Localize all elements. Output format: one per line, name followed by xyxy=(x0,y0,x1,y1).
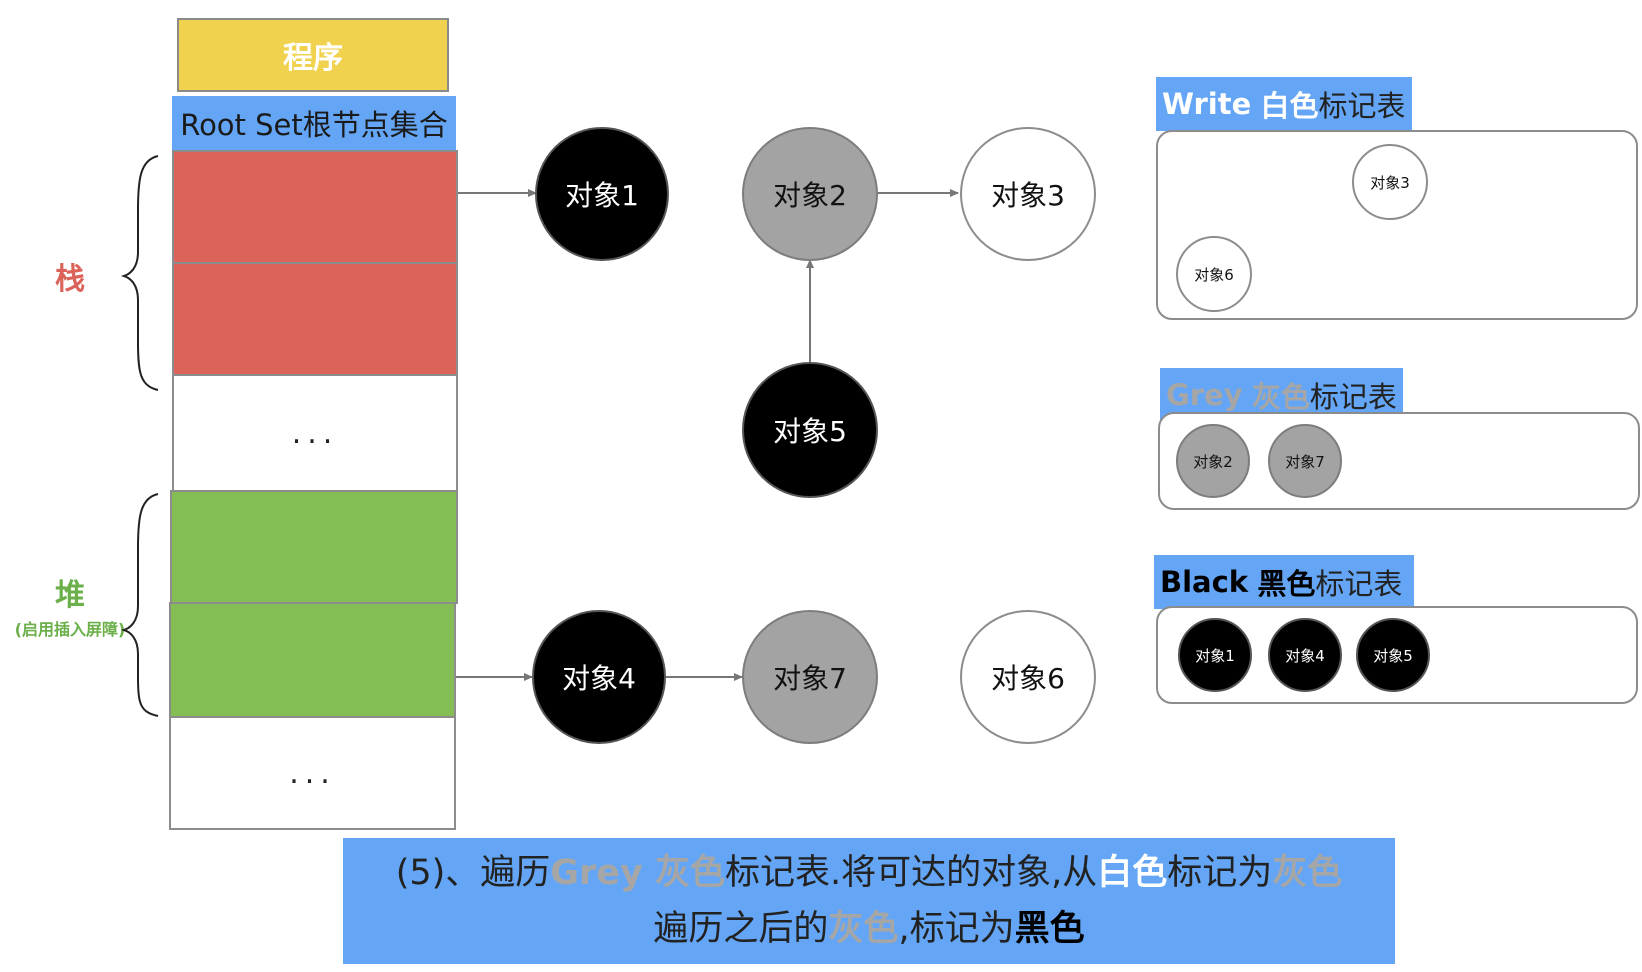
object-6-label: 对象6 xyxy=(991,662,1065,695)
object-1-label: 对象1 xyxy=(565,179,639,212)
object-1-node: 对象1 xyxy=(535,127,669,261)
heap-ellipsis: ... xyxy=(289,755,336,791)
black-table-item-1-label: 对象1 xyxy=(1195,646,1235,665)
object-3-node: 对象3 xyxy=(960,127,1096,261)
object-7-node: 对象7 xyxy=(742,610,878,744)
black-table-title-en: Black xyxy=(1160,565,1249,599)
caption-line-2: 遍历之后的灰色,标记为黑色 xyxy=(653,901,1084,957)
white-table-item-2: 对象6 xyxy=(1176,236,1252,312)
heap-ellipsis-cell: ... xyxy=(169,716,456,830)
caption-l1-part3: 标记表.将可达的对象,从 xyxy=(725,853,1098,893)
white-table-item-1: 对象3 xyxy=(1352,144,1428,220)
white-table-title-suffix: 标记表 xyxy=(1318,89,1406,123)
stack-brace xyxy=(120,155,159,391)
grey-table-item-1: 对象2 xyxy=(1176,424,1250,498)
root-set-label: Root Set根节点集合 xyxy=(180,108,448,142)
object-5-node: 对象5 xyxy=(742,362,878,498)
stack-ellipsis: ... xyxy=(291,415,339,451)
black-table-item-1: 对象1 xyxy=(1178,618,1252,692)
heap-block-1 xyxy=(170,490,458,604)
stack-ellipsis-cell: ... xyxy=(172,374,458,492)
white-table: 对象3 对象6 xyxy=(1156,130,1638,320)
caption-l2-part2: 灰色 xyxy=(828,909,899,949)
object-5-label: 对象5 xyxy=(773,415,847,448)
caption-l2-part4: 黑色 xyxy=(1014,909,1085,949)
caption-l1-part6: 灰色 xyxy=(1272,853,1343,893)
heap-sublabel: (启用插入屏障) xyxy=(14,620,126,639)
black-table-title: Black 黑色标记表 xyxy=(1154,555,1414,609)
stack-label: 栈 xyxy=(55,262,85,297)
grey-table-title-suffix: 标记表 xyxy=(1309,380,1397,414)
grey-table-title-color: 灰色 xyxy=(1251,380,1310,414)
object-4-label: 对象4 xyxy=(562,662,636,695)
white-table-title: Write 白色标记表 xyxy=(1156,77,1412,131)
black-table-item-2: 对象4 xyxy=(1268,618,1342,692)
white-table-item-2-label: 对象6 xyxy=(1194,265,1234,284)
caption-l2-part1: 遍历之后的 xyxy=(653,909,829,949)
grey-table-item-2-label: 对象7 xyxy=(1285,452,1325,471)
caption-line-1: (5)、遍历Grey 灰色标记表.将可达的对象,从白色标记为灰色 xyxy=(396,845,1343,901)
object-3-label: 对象3 xyxy=(991,179,1065,212)
grey-table-title-en: Grey xyxy=(1166,378,1243,412)
caption-l2-part3: ,标记为 xyxy=(898,909,1015,949)
caption-l1-part5: 标记为 xyxy=(1167,853,1273,893)
caption-l1-part1: (5)、遍历 xyxy=(395,853,551,893)
heap-block-2 xyxy=(169,602,456,718)
object-7-label: 对象7 xyxy=(773,662,847,695)
black-table-item-3: 对象5 xyxy=(1356,618,1430,692)
object-6-node: 对象6 xyxy=(960,610,1096,744)
object-2-node: 对象2 xyxy=(742,127,878,261)
grey-table: 对象2 对象7 xyxy=(1158,412,1640,510)
object-4-node: 对象4 xyxy=(532,610,666,744)
black-table: 对象1 对象4 对象5 xyxy=(1156,606,1638,704)
step-caption: (5)、遍历Grey 灰色标记表.将可达的对象,从白色标记为灰色 遍历之后的灰色… xyxy=(343,838,1395,964)
white-table-title-en: Write xyxy=(1162,87,1252,121)
white-table-title-color: 白色 xyxy=(1260,89,1319,123)
grey-table-item-2: 对象7 xyxy=(1268,424,1342,498)
grey-table-item-1-label: 对象2 xyxy=(1193,452,1233,471)
black-table-item-2-label: 对象4 xyxy=(1285,646,1325,665)
white-table-item-1-label: 对象3 xyxy=(1370,173,1410,192)
object-2-label: 对象2 xyxy=(773,179,847,212)
root-set-block: Root Set根节点集合 xyxy=(172,96,456,150)
black-table-item-3-label: 对象5 xyxy=(1373,646,1413,665)
heap-brace xyxy=(120,493,159,717)
stack-frame-1 xyxy=(172,150,458,264)
caption-l1-part2: Grey 灰色 xyxy=(550,853,725,893)
black-table-title-color: 黑色 xyxy=(1257,567,1316,601)
program-block: 程序 xyxy=(177,18,449,92)
black-table-title-suffix: 标记表 xyxy=(1315,567,1403,601)
caption-l1-part4: 白色 xyxy=(1097,853,1168,893)
heap-label: 堆 xyxy=(55,578,85,613)
program-label: 程序 xyxy=(283,41,343,76)
